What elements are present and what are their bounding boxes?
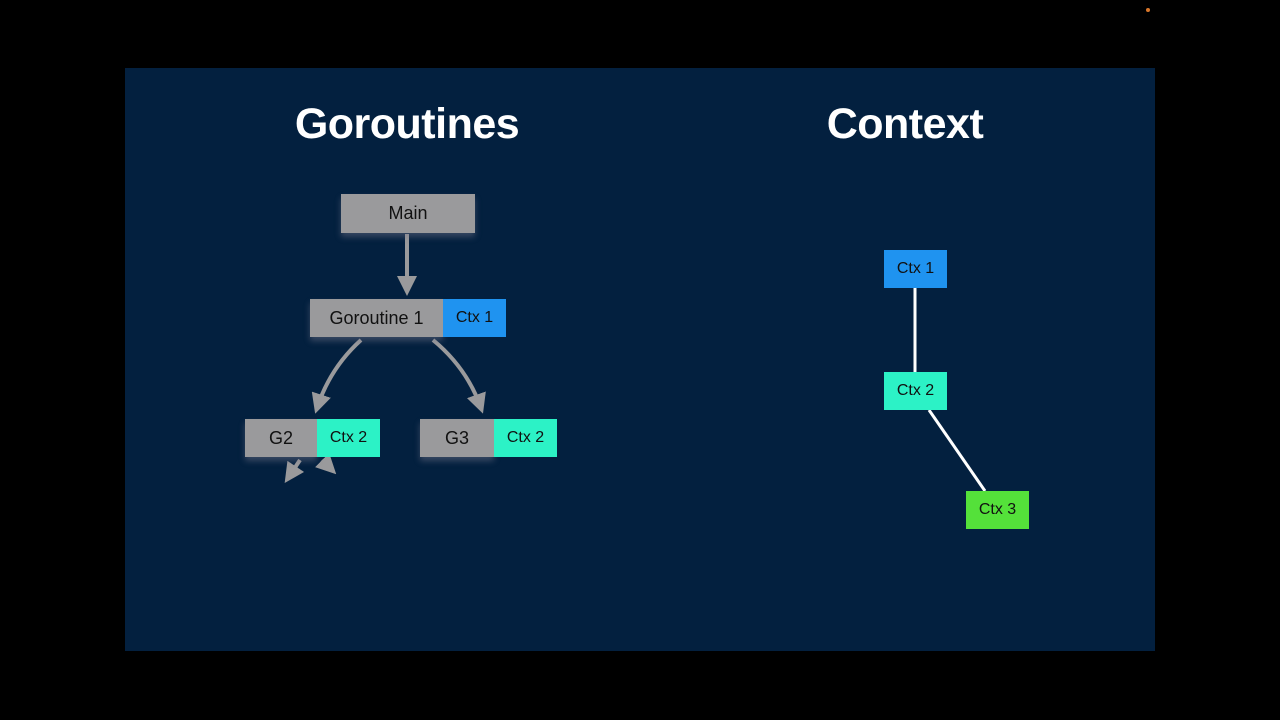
ctx2-node: Ctx 2 — [884, 372, 947, 410]
arrow-goroutine1-to-g3 — [431, 338, 486, 414]
arrow-goroutine1-to-g2 — [311, 338, 363, 414]
link-ctx2-to-ctx3 — [927, 409, 987, 492]
ctx1-node: Ctx 1 — [884, 250, 947, 288]
goroutines-title: Goroutines — [294, 100, 520, 148]
g2-box: G2 — [245, 419, 317, 457]
diagram-connectors — [284, 234, 987, 492]
goroutine1-box: Goroutine 1 — [310, 299, 443, 337]
g3-ctx-box: Ctx 2 — [494, 419, 557, 457]
ctx3-node: Ctx 3 — [966, 491, 1029, 529]
recording-indicator-icon — [1146, 8, 1150, 12]
goroutine1-ctx-box: Ctx 1 — [443, 299, 506, 337]
main-box: Main — [341, 194, 475, 233]
arrow-g2-spawn-left — [284, 458, 305, 483]
g3-box: G3 — [420, 419, 494, 457]
presentation-slide: Goroutines Context Main Goroutine 1 Ct — [125, 68, 1155, 651]
g2-ctx-box: Ctx 2 — [317, 419, 380, 457]
arrow-g2-spawn-right — [315, 453, 337, 475]
context-title: Context — [826, 100, 984, 148]
